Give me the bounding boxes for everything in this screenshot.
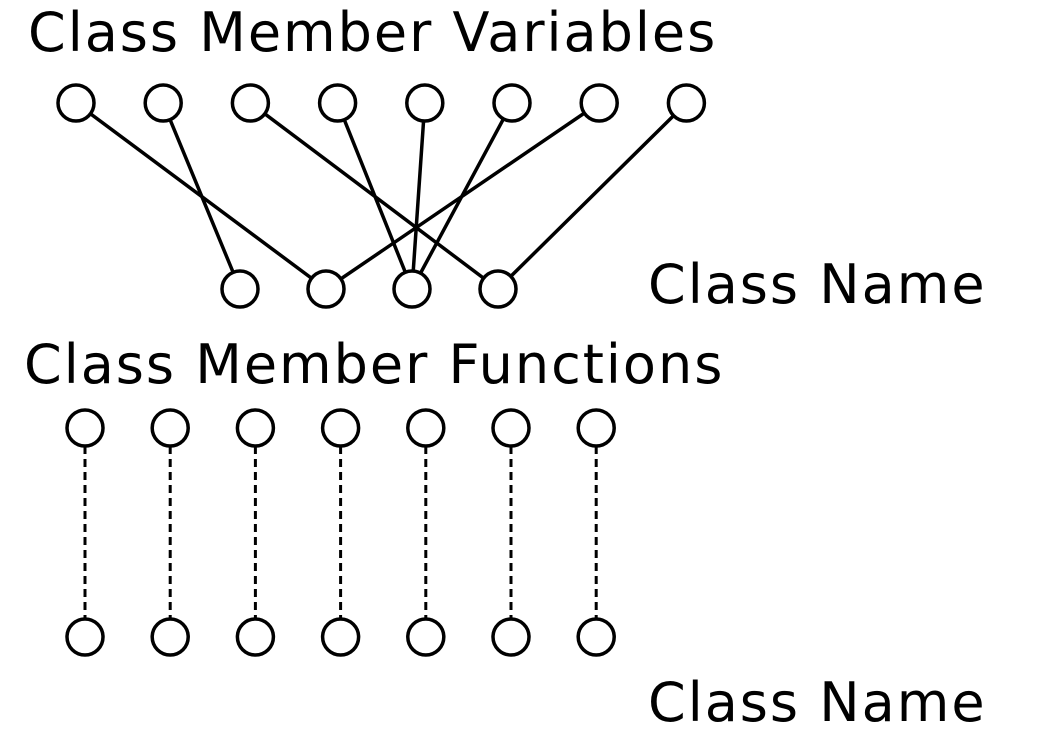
class-name-node (478, 269, 518, 309)
member-function-nodes (65, 408, 616, 448)
member-functions-label: Class Member Functions (24, 333, 725, 396)
class-name-node (306, 269, 346, 309)
member-function-node (320, 408, 361, 448)
class-name-node (150, 617, 190, 657)
class-name-node (406, 617, 446, 657)
member-variable-node (405, 83, 445, 123)
class-name-label-bottom: Class Name (648, 671, 987, 734)
member-function-node (576, 408, 616, 448)
class-name-node (320, 617, 361, 657)
class-name-node (392, 269, 432, 309)
class-name-node (576, 617, 616, 657)
member-variable-nodes (56, 83, 707, 123)
top-edges (74, 101, 689, 291)
member-function-node (491, 408, 531, 448)
member-function-node (406, 408, 446, 448)
class-name-nodes-bottom (65, 617, 616, 657)
member-variable-node (666, 83, 707, 123)
member-variable-node (492, 83, 532, 123)
variable-to-class-edge (496, 101, 689, 291)
class-name-label-top: Class Name (648, 253, 987, 316)
class-name-nodes-top (220, 269, 518, 309)
member-variable-node (143, 83, 183, 123)
variable-to-class-edge (335, 101, 414, 291)
member-function-node (235, 408, 276, 448)
member-function-node (65, 408, 105, 448)
variable-to-class-edge (410, 101, 427, 291)
member-variable-node (579, 83, 619, 123)
member-variable-node (317, 83, 358, 123)
variable-to-class-edge (324, 101, 601, 291)
bottom-edges (83, 446, 598, 619)
class-name-node (235, 617, 276, 657)
class-name-node (65, 617, 105, 657)
variable-to-class-edge (161, 101, 242, 291)
class-name-node (220, 269, 260, 309)
member-variable-node (56, 83, 96, 123)
class-name-node (491, 617, 531, 657)
member-variable-node (230, 83, 271, 123)
member-function-node (150, 408, 190, 448)
member-variables-label: Class Member Variables (28, 1, 718, 64)
